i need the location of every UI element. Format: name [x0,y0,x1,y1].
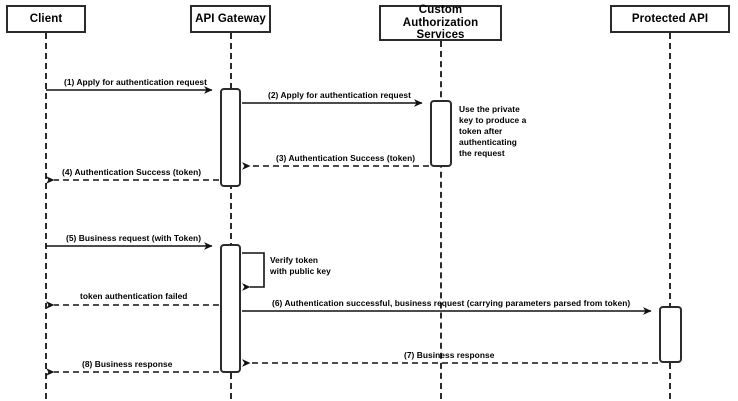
activation-custom-auth-services [430,100,452,167]
message-label-7: (7) Business response [404,350,495,360]
participant-box-api-gateway[interactable]: API Gateway [190,5,271,33]
message-label-4: (4) Authentication Success (token) [62,167,202,177]
participant-box-client[interactable]: Client [6,5,86,33]
participant-label-custom-authorization-services: Custom Authorization Services [402,3,479,42]
message-label-1: (1) Apply for authentication request [64,77,207,87]
message-label-5: (5) Business request (with Token) [66,233,202,243]
lifeline-client [45,33,47,399]
participant-label-protected-api: Protected API [631,12,709,25]
note-private-key-line-1: Use the private [459,104,520,114]
lifeline-protected-api [669,33,671,399]
activation-api-gateway-business [220,244,241,373]
message-label-8: (8) Business response [82,359,173,369]
activation-api-gateway-auth [220,88,241,187]
note-private-key-line-5: the request [459,148,505,159]
message-label-6: (6) Authentication successful, business … [272,298,631,308]
note-verify-token-line-2: with public key [270,266,331,277]
note-private-key-line-2: key to produce a [459,115,527,126]
message-label-token-auth-failed: token authentication failed [80,291,188,301]
message-label-2: (2) Apply for authentication request [268,90,411,100]
participant-box-custom-authorization-services[interactable]: Custom Authorization Services [379,3,502,42]
participant-label-client: Client [29,12,63,25]
note-private-key-line-3: token after [459,126,503,137]
note-verify-token: Verify token with public key [270,255,350,277]
activation-protected-api [659,306,682,363]
lifeline-api-gateway [230,33,232,399]
participant-label-api-gateway: API Gateway [195,12,266,25]
participant-box-protected-api[interactable]: Protected API [610,5,730,33]
note-private-key-line-4: authenticating [459,137,517,148]
lifeline-custom-authorization-services [440,41,442,399]
message-label-3: (3) Authentication Success (token) [276,153,416,163]
note-private-key: Use the private key to produce a token a… [459,104,531,159]
arrow-message-self-verify-token [242,252,265,291]
note-verify-token-line-1: Verify token [270,255,319,265]
